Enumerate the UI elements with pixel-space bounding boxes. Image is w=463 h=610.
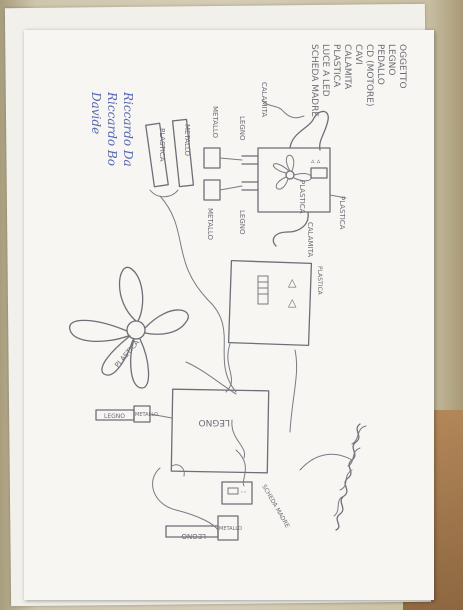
label-metallo-top: METALLO [211,106,219,139]
main-box-sketch: LEGNO [170,388,270,474]
fan-label: PLASTICA [113,338,141,369]
material-legend: OGGETTO LEGNO PEDALLO CD (MOTORE) CAVI C… [309,44,407,117]
main-box [170,388,270,474]
signature-line: Riccardo Da [121,91,135,167]
robot-arm-lower [272,211,309,247]
robot-foot-lower [203,179,221,201]
legend-item: LEGNO [386,44,396,76]
robot-arm-top [261,99,305,119]
control-panel-sketch: △ △ PLASTICA [227,259,323,347]
motherboard [221,481,253,505]
connector-wire [225,343,232,393]
fan-blade [144,309,189,335]
bottom-tag: LEGNO METALLO [165,515,242,541]
connector-wire [185,361,237,395]
tag-plastica [145,122,169,188]
fan-sketch: PLASTICA [69,266,189,389]
bottom-tag-metallo-label: METALLO [219,526,242,532]
label-calamita-top: CALAMITA [260,82,268,117]
tag-metallo [171,118,195,188]
coil-spring [335,423,361,531]
legend-item: CD (MOTORE) [364,44,374,106]
fan-blade [118,266,144,322]
label-plastica-robot: PLASTICA [298,180,306,214]
fan-blade [130,338,150,389]
motherboard-sketch: ◦◦ SCHEDA MADRE [221,481,291,530]
signature-line: Riccardo Bo [105,91,119,166]
legend-item: PLASTICA [331,44,341,88]
label-legno-lower: LEGNO [238,210,246,235]
label-plastica-side: PLASTICA [338,196,346,230]
connector-wire [235,449,246,487]
label-legno-top: LEGNO [238,116,246,141]
fan-blade [69,319,129,343]
signature-line: Davide [89,91,103,134]
robot-body [257,147,331,213]
svg-text:△: △ [288,296,297,309]
small-tag: LEGNO METALLO [95,405,173,423]
bottom-tag-metallo [217,515,239,541]
fan-blade [101,335,134,376]
robot-display [310,167,328,179]
legend-item: OGGETTO [397,44,407,89]
legend-item: PEDALLO [375,44,385,85]
tag-plastica-label: PLASTICA [158,128,166,162]
legend-item: LUCE A LED [320,44,330,97]
legend-item: CAVI [353,44,363,65]
scheda-madre-label: SCHEDA MADRE [260,484,291,530]
small-tag-legno-label: LEGNO [104,413,125,420]
tag-signs: METALLO PLASTICA [145,118,195,198]
label-plastica-panel: PLASTICA [316,266,323,296]
label-metallo-lower: METALLO [206,208,214,241]
bottom-tag-legno-label: LEGNO [181,532,206,540]
legend-item: SCHEDA MADRE [309,44,319,117]
connector-wire [289,349,298,433]
connector-wire [159,195,237,393]
control-panel-led-bar [257,275,269,305]
robot-antenna [289,110,329,151]
main-box-label: LEGNO [199,417,231,427]
svg-text:▵ ▵: ▵ ▵ [311,157,321,165]
small-tag-metallo-label: METALLO [135,412,158,418]
connector-wire [299,453,353,471]
robot-fan-hub [285,170,295,180]
connector-wire [152,467,219,531]
tag-metallo-label: METALLO [183,124,191,157]
legend-item: CALAMITA [342,44,352,90]
svg-text:◦◦: ◦◦ [240,489,247,496]
svg-text:△: △ [288,276,297,289]
robot-foot-upper [203,147,221,169]
signature: Davide Riccardo Bo Riccardo Da [89,91,135,167]
label-calamita-bottom: CALAMITA [306,222,314,257]
robot-sketch: ▵ ▵ [203,99,347,247]
control-panel [227,259,313,347]
